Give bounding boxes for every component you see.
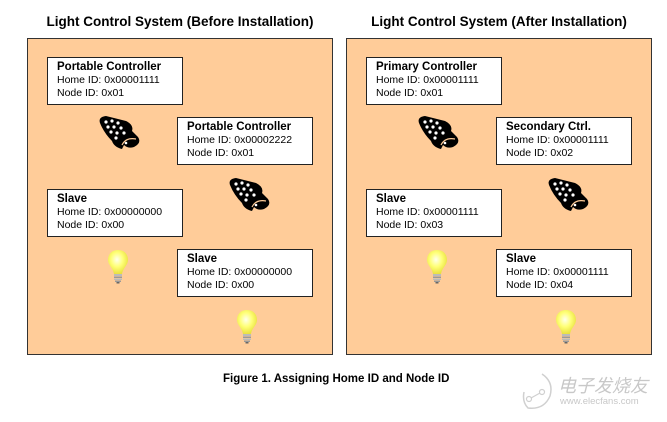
node-name: Slave — [57, 193, 88, 205]
watermark-logo-icon — [522, 373, 552, 409]
panel-after-installation: Primary Controller Home ID: 0x00001111 N… — [346, 38, 652, 355]
panel-after-title: Light Control System (After Installation… — [371, 14, 627, 29]
node-home-id: Home ID: 0x00000000 — [187, 266, 293, 278]
node-box-portable-controller-1: Portable Controller Home ID: 0x00001111 … — [47, 57, 183, 105]
node-home-id: Home ID: 0x00001111 — [376, 74, 479, 86]
node-home-id: Home ID: 0x00001111 — [376, 206, 479, 218]
node-box-primary-controller: Primary Controller Home ID: 0x00001111 N… — [366, 57, 502, 105]
node-box-slave-1: Slave Home ID: 0x00000000 Node ID: 0x00 — [47, 189, 183, 237]
remote-control-icon — [229, 177, 270, 212]
node-home-id: Home ID: 0x00001111 — [506, 266, 609, 278]
watermark-url: www.elecfans.com — [560, 396, 639, 407]
panel-before-title: Light Control System (Before Installatio… — [46, 14, 314, 29]
node-box-slave-3: Slave Home ID: 0x00001111 Node ID: 0x03 — [366, 189, 502, 237]
panel-before-installation: Portable Controller Home ID: 0x00001111 … — [27, 38, 333, 355]
node-name: Portable Controller — [57, 61, 162, 73]
node-box-portable-controller-2: Portable Controller Home ID: 0x00002222 … — [177, 117, 313, 165]
node-name: Primary Controller — [376, 61, 477, 73]
node-home-id: Home ID: 0x00001111 — [57, 74, 160, 86]
node-node-id: Node ID: 0x01 — [57, 87, 125, 99]
node-home-id: Home ID: 0x00001111 — [506, 134, 609, 146]
node-box-slave-2: Slave Home ID: 0x00000000 Node ID: 0x00 — [177, 249, 313, 297]
node-node-id: Node ID: 0x00 — [187, 279, 255, 291]
remote-control-icon — [547, 177, 589, 212]
light-bulb-icon — [237, 310, 257, 344]
node-name: Slave — [506, 253, 537, 265]
node-node-id: Node ID: 0x03 — [376, 219, 444, 231]
node-box-slave-4: Slave Home ID: 0x00001111 Node ID: 0x04 — [496, 249, 632, 297]
node-box-secondary-controller: Secondary Ctrl. Home ID: 0x00001111 Node… — [496, 117, 632, 165]
node-name: Slave — [187, 253, 218, 265]
node-name: Secondary Ctrl. — [506, 121, 591, 133]
node-node-id: Node ID: 0x00 — [57, 219, 125, 231]
node-node-id: Node ID: 0x04 — [506, 279, 574, 291]
node-home-id: Home ID: 0x00002222 — [187, 134, 293, 146]
light-bulb-icon — [556, 310, 576, 344]
node-home-id: Home ID: 0x00000000 — [57, 206, 163, 218]
node-node-id: Node ID: 0x01 — [187, 147, 255, 159]
light-bulb-icon — [427, 250, 447, 284]
node-name: Portable Controller — [187, 121, 292, 133]
node-node-id: Node ID: 0x01 — [376, 87, 444, 99]
figure-caption: Figure 1. Assigning Home ID and Node ID — [223, 373, 450, 385]
node-node-id: Node ID: 0x02 — [506, 147, 574, 159]
watermark: 电子发烧友 www.elecfans.com — [520, 368, 665, 418]
watermark-text: 电子发烧友 — [558, 376, 648, 397]
light-bulb-icon — [108, 250, 128, 284]
node-name: Slave — [376, 193, 407, 205]
remote-control-icon — [98, 115, 140, 150]
remote-control-icon — [418, 115, 459, 150]
